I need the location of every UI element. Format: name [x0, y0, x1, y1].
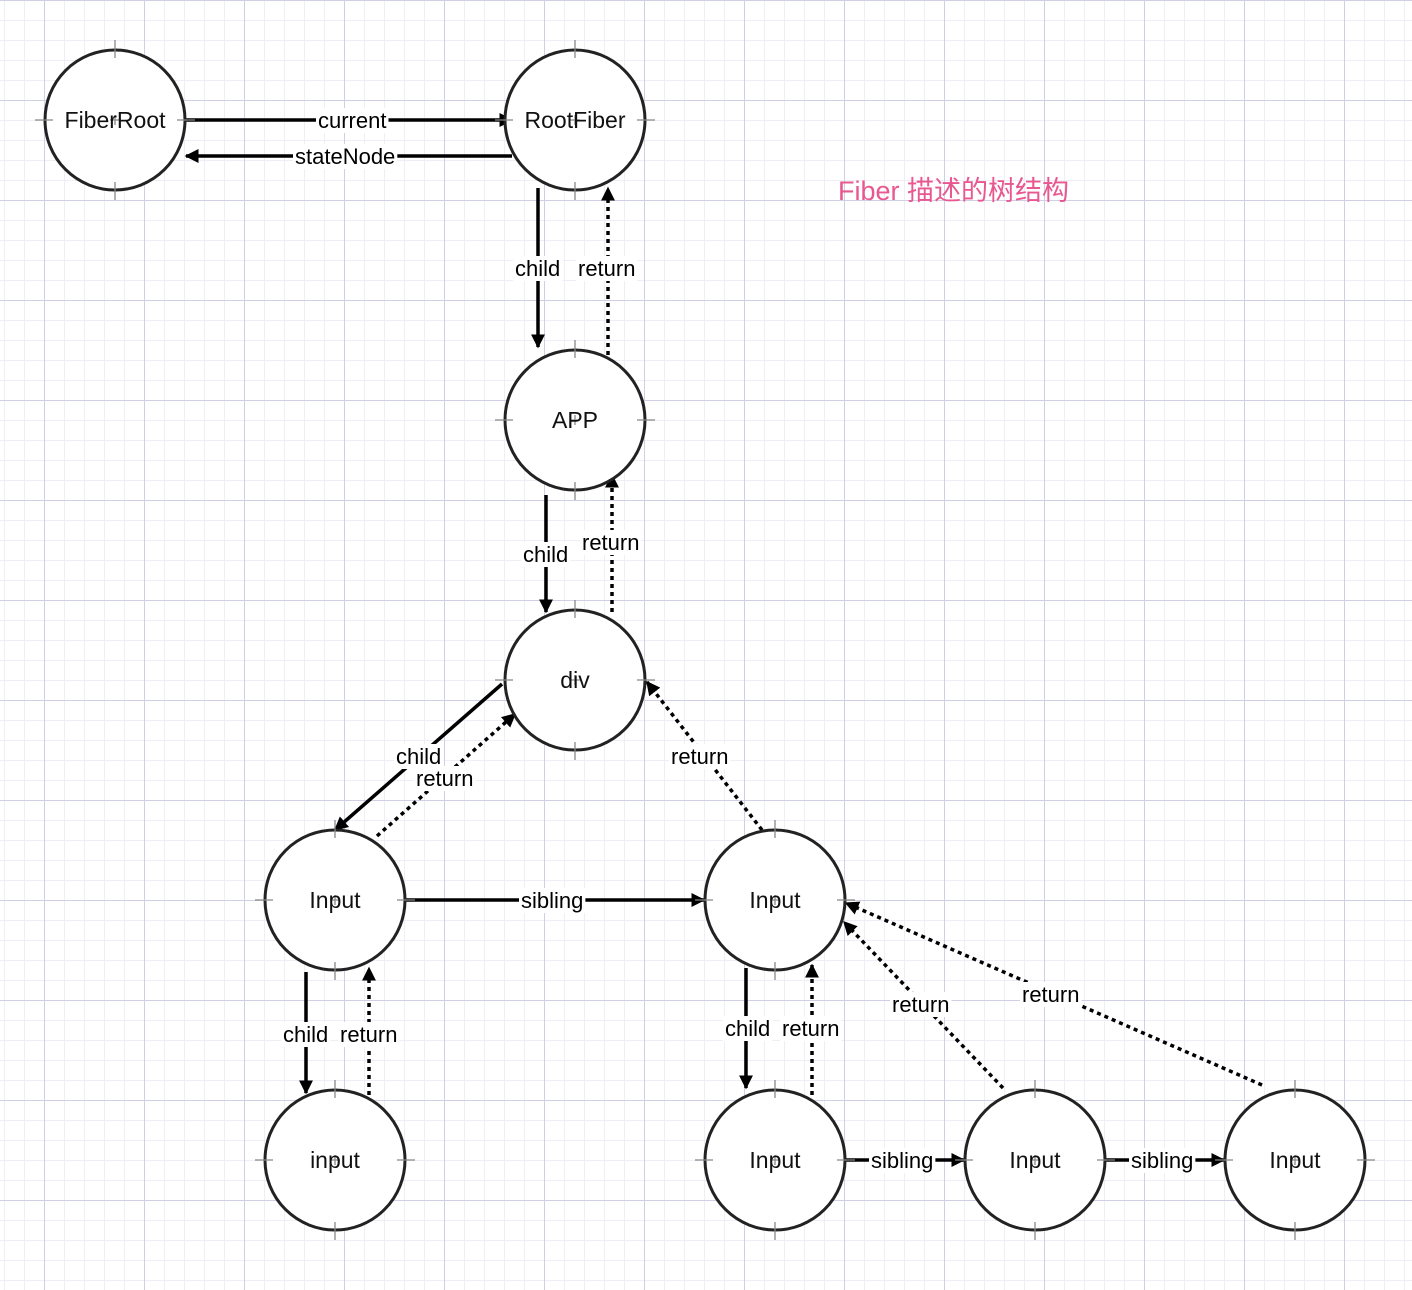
node-input-leaf: input — [255, 1080, 415, 1240]
label-background — [890, 992, 952, 1017]
label-background — [414, 766, 476, 791]
node-rootfiber: RootFiber — [495, 40, 655, 200]
label-input-c3-return: return — [1022, 982, 1079, 1007]
label-background — [780, 1016, 842, 1041]
label-app-return: return — [578, 256, 635, 281]
node-input-left: Input — [255, 820, 415, 980]
node-fiberroot-label: FiberRoot — [65, 107, 167, 133]
label-background — [338, 1022, 400, 1047]
node-input-c1: Input — [695, 1080, 855, 1240]
node-input-c2: Input — [955, 1080, 1115, 1240]
node-div-label: div — [560, 667, 590, 693]
node-app: APP — [495, 340, 655, 500]
label-background — [723, 1016, 773, 1041]
label-input-leaf-return: return — [340, 1022, 397, 1047]
label-input-c1-return: return — [782, 1016, 839, 1041]
label-background — [293, 144, 398, 169]
node-input-c2-label: Input — [1009, 1147, 1061, 1173]
label-background — [281, 1022, 331, 1047]
label-current: current — [318, 108, 386, 133]
input-left-return-arrow — [375, 712, 517, 838]
label-input-c2-return: return — [892, 992, 949, 1017]
label-background — [580, 530, 642, 555]
label-input-c2-sibling: sibling — [1131, 1148, 1193, 1173]
label-background — [394, 744, 444, 769]
label-statenode: stateNode — [295, 144, 395, 169]
label-rootfiber-child: child — [515, 256, 560, 281]
label-background — [316, 108, 389, 133]
label-input-right-child: child — [725, 1016, 770, 1041]
node-app-label: APP — [552, 407, 598, 433]
label-input-left-sibling: sibling — [521, 888, 583, 913]
label-background — [576, 256, 638, 281]
label-background — [521, 542, 571, 567]
label-div-child: child — [396, 744, 441, 769]
label-input-right-return: return — [671, 744, 728, 769]
node-div: div — [495, 600, 655, 760]
label-background — [1020, 982, 1082, 1007]
node-input-right: Input — [695, 820, 855, 980]
label-background — [1129, 1148, 1196, 1173]
label-div-return: return — [582, 530, 639, 555]
node-input-c1-label: Input — [749, 1147, 801, 1173]
label-app-child: child — [523, 542, 568, 567]
label-input-left-return: return — [416, 766, 473, 791]
diagram-title: Fiber 描述的树结构 — [838, 176, 1069, 206]
label-background — [519, 888, 586, 913]
node-input-c3-label: Input — [1269, 1147, 1321, 1173]
node-input-c3: Input — [1215, 1080, 1375, 1240]
node-input-left-label: Input — [309, 887, 361, 913]
label-input-c1-sibling: sibling — [871, 1148, 933, 1173]
node-rootfiber-label: RootFiber — [525, 107, 626, 133]
label-background — [513, 256, 563, 281]
node-input-right-label: Input — [749, 887, 801, 913]
node-input-leaf-label: input — [310, 1147, 360, 1173]
label-background — [669, 744, 731, 769]
node-fiberroot: FiberRoot — [35, 40, 195, 200]
label-input-left-child: child — [283, 1022, 328, 1047]
label-background — [869, 1148, 936, 1173]
